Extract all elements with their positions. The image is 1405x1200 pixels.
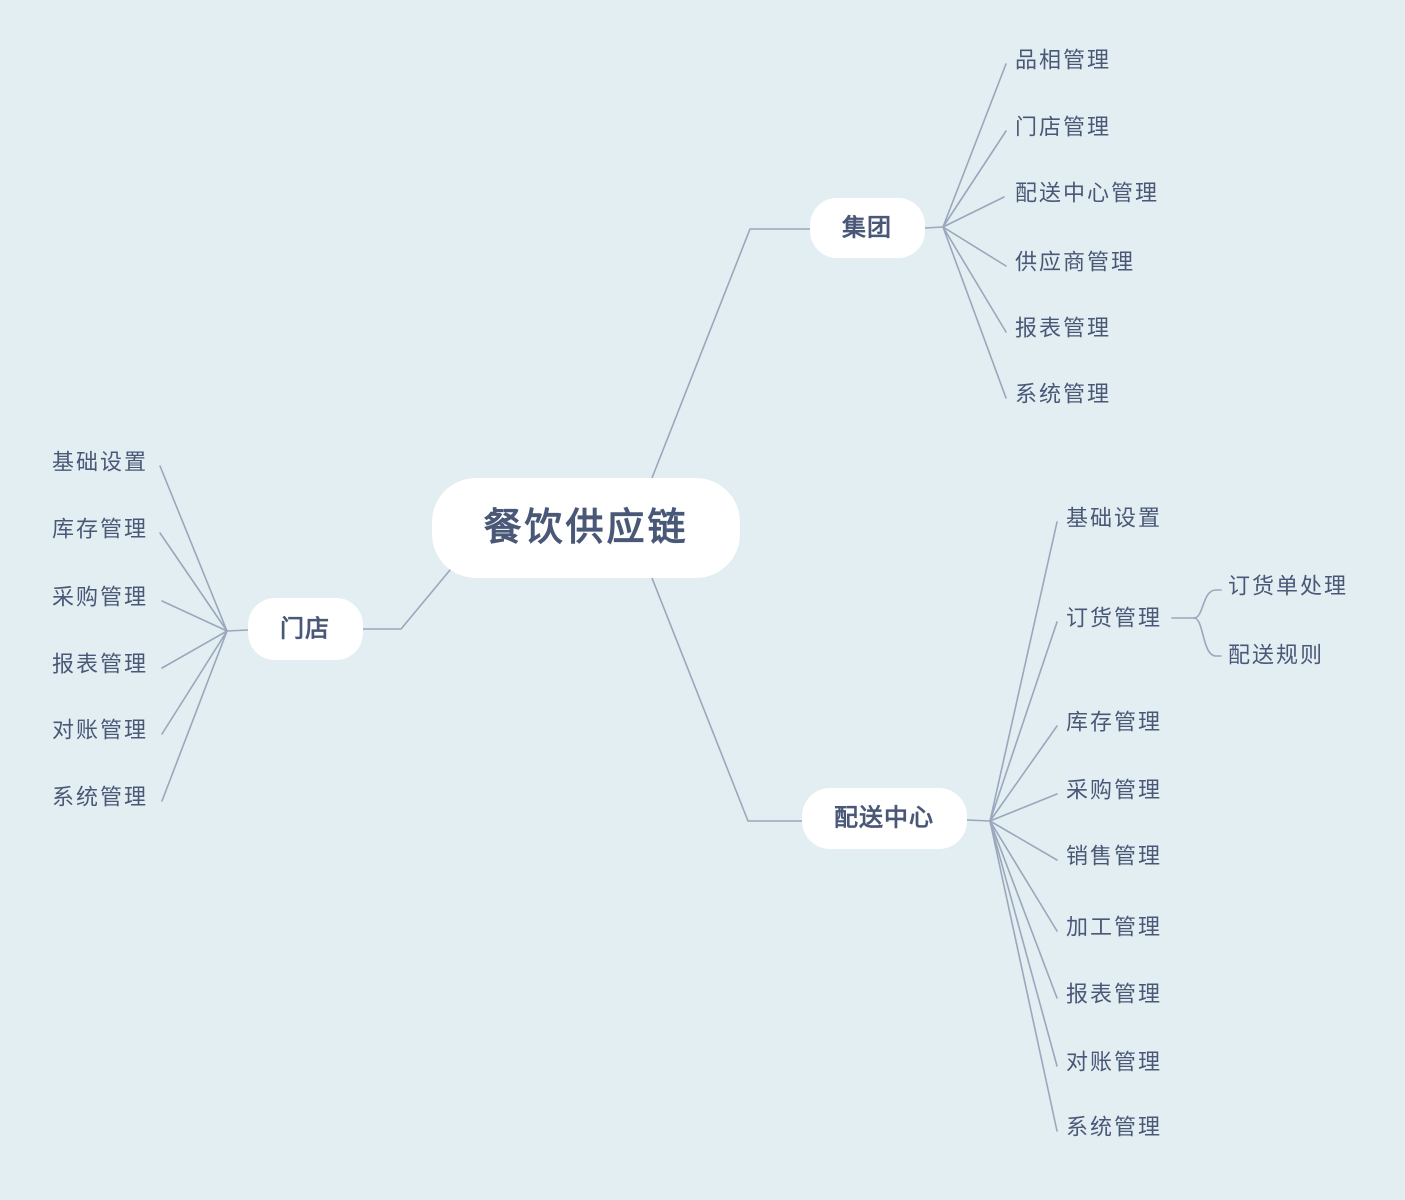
connector-distribution-stub [966, 819, 991, 822]
root-node[interactable]: 餐饮供应链 [432, 478, 740, 578]
branch-group-shape[interactable] [810, 198, 925, 258]
mindmap-leaf[interactable]: 采购管理 [1066, 778, 1162, 803]
connector-group-leaf [942, 226, 1007, 267]
mindmap-leaf[interactable]: 基础设置 [1066, 506, 1162, 531]
mindmap-leaf[interactable]: 库存管理 [1066, 710, 1162, 735]
connector-group-leaf [942, 226, 1007, 399]
mindmap-leaf[interactable]: 供应商管理 [1015, 250, 1135, 275]
branch-group-label: 集团 [841, 214, 892, 242]
mindmap-leaf[interactable]: 报表管理 [52, 652, 148, 677]
connector-distribution-leaf [989, 621, 1058, 822]
mindmap-leaf[interactable]: 系统管理 [1066, 1115, 1162, 1140]
mindmap-subleaf[interactable]: 订货单处理 [1228, 574, 1348, 599]
mindmap-leaf[interactable]: 对账管理 [1066, 1050, 1162, 1075]
connector-distribution-leaf [989, 820, 1058, 1132]
mindmap-subleaf[interactable]: 配送规则 [1228, 643, 1324, 668]
mindmap-leaf[interactable]: 采购管理 [52, 585, 148, 610]
connector-distribution-leaf [989, 820, 1058, 861]
order-mgmt-subleaves: 订货单处理 配送规则 [1228, 574, 1348, 668]
connector-root-group [651, 228, 811, 479]
connector-order-mgmt-sub [1193, 617, 1222, 657]
root-node-shape[interactable] [432, 478, 740, 578]
connector-store-leaf [161, 630, 228, 669]
branch-distribution-leaves: 基础设置 订货管理 库存管理 采购管理 销售管理 加工管理 报表管理 对账管理 … [1066, 506, 1162, 1140]
mindmap-leaf[interactable]: 加工管理 [1066, 915, 1162, 940]
connector-store-leaf [161, 630, 228, 802]
connector-group-leaf [942, 63, 1007, 228]
branch-store-leaves: 基础设置 库存管理 采购管理 报表管理 对账管理 系统管理 [52, 450, 148, 810]
connector-distribution-leaf [989, 521, 1058, 822]
connector-store-stub [226, 629, 249, 632]
connector-group-leaf [942, 226, 1007, 333]
branch-store-label: 门店 [280, 615, 330, 643]
mindmap-leaf[interactable]: 系统管理 [1015, 382, 1111, 407]
connector-group-stub [924, 226, 944, 229]
connector-root-store [362, 569, 451, 630]
connector-distribution-leaf [989, 725, 1058, 822]
branch-node-distribution-center[interactable]: 配送中心 [802, 788, 967, 849]
mindmap-leaf[interactable]: 配送中心管理 [1015, 181, 1159, 206]
branch-distribution-label: 配送中心 [834, 804, 934, 832]
connector-group-leaf [942, 196, 1005, 228]
connector-distribution-leaf [989, 820, 1058, 1067]
mindmap-leaf[interactable]: 报表管理 [1015, 316, 1111, 341]
connector-group-leaf [942, 130, 1007, 228]
connector-order-mgmt-sub [1193, 589, 1222, 619]
branch-node-store[interactable]: 门店 [248, 598, 363, 660]
mindmap-leaf[interactable]: 库存管理 [52, 517, 148, 542]
connectors [159, 63, 1222, 1132]
mindmap-leaf[interactable]: 对账管理 [52, 718, 148, 743]
connector-distribution-leaf [989, 793, 1058, 822]
branch-distribution-shape[interactable] [802, 788, 967, 849]
root-node-label: 餐饮供应链 [483, 507, 688, 549]
connector-store-leaf [161, 630, 228, 735]
mindmap-leaf[interactable]: 报表管理 [1066, 982, 1162, 1007]
connector-store-leaf [159, 532, 228, 632]
mindmap-leaf[interactable]: 基础设置 [52, 450, 148, 475]
branch-node-group[interactable]: 集团 [810, 198, 925, 258]
connector-store-leaf [159, 465, 228, 632]
connector-root-distribution-center [651, 577, 803, 822]
connector-distribution-leaf [989, 820, 1058, 999]
branch-store-shape[interactable] [248, 598, 363, 660]
mindmap-leaf[interactable]: 门店管理 [1015, 115, 1111, 140]
branch-group-leaves: 品相管理 门店管理 配送中心管理 供应商管理 报表管理 系统管理 [1015, 48, 1159, 407]
mindmap-leaf[interactable]: 品相管理 [1015, 48, 1111, 73]
mindmap-leaf[interactable]: 销售管理 [1066, 844, 1162, 869]
mindmap-leaf[interactable]: 系统管理 [52, 785, 148, 810]
mindmap-leaf[interactable]: 订货管理 [1066, 606, 1162, 631]
connector-store-leaf [161, 600, 228, 632]
connector-distribution-leaf [989, 820, 1058, 932]
